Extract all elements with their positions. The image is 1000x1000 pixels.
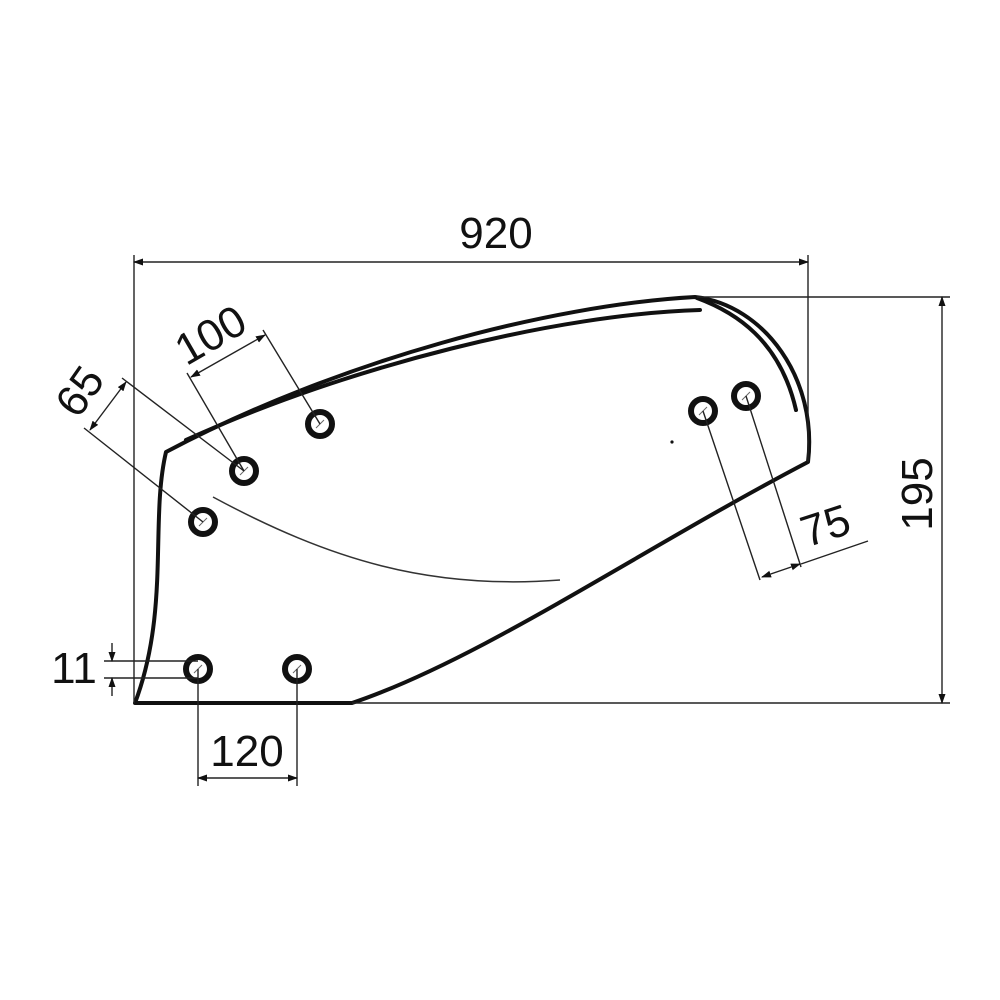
dimension-width-label: 920 <box>459 209 532 258</box>
dimension-right-hole-spacing: 75 <box>702 395 869 581</box>
dimension-top-hole-spacing-label: 100 <box>167 296 255 375</box>
dimension-bottom-hole-offset-label: 11 <box>51 644 97 693</box>
ploughshare-outline <box>133 295 812 705</box>
dimension-height-label: 195 <box>893 457 942 530</box>
dimension-bottom-hole-spacing: 120 <box>197 669 298 786</box>
dimension-bottom-hole-spacing-label: 120 <box>210 727 283 776</box>
dimension-height: 195 <box>352 296 950 704</box>
share-top-bevel-line <box>695 296 798 412</box>
dimension-top-hole-spacing: 100 <box>167 296 321 472</box>
share-top-edge-line <box>184 308 702 442</box>
dimension-bottom-hole-offset: 11 <box>51 643 198 696</box>
share-body-outline <box>133 295 812 705</box>
bolt-holes <box>183 381 761 684</box>
reference-dot <box>670 440 674 444</box>
dimension-width: 920 <box>133 209 809 703</box>
share-wing-curve <box>212 496 561 583</box>
dimension-left-hole-spacing-label: 65 <box>46 358 114 426</box>
